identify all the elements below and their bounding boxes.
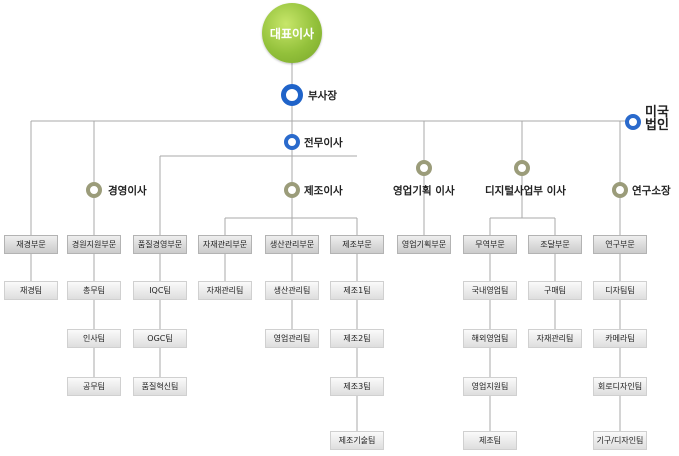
digital-director-node-icon xyxy=(514,160,530,176)
sales-planning-director-label: 영업기획 이사 xyxy=(393,185,455,197)
dept-finance: 재경부문 xyxy=(4,235,58,254)
us-corp-label: 미국 법인 xyxy=(645,105,669,133)
team-box: 제조팀 xyxy=(463,431,517,450)
managing-director-node-icon xyxy=(284,134,300,150)
team-box: 카메라팀 xyxy=(593,329,647,348)
team-box: 해외영업팀 xyxy=(463,329,517,348)
team-box: 자재관리팀 xyxy=(198,281,252,300)
team-box: 국내영업팀 xyxy=(463,281,517,300)
dept-trade: 무역부문 xyxy=(463,235,517,254)
management-director-node-icon xyxy=(86,182,102,198)
team-box: 재경팀 xyxy=(4,281,58,300)
team-box: 총무팀 xyxy=(67,281,121,300)
dept-research: 연구부문 xyxy=(593,235,647,254)
team-box: 공무팀 xyxy=(67,377,121,396)
managing-director-label: 전무이사 xyxy=(304,137,343,149)
team-box: 영업관리팀 xyxy=(265,329,319,348)
ceo-node: 대표이사 xyxy=(262,3,322,63)
team-box: 구매팀 xyxy=(528,281,582,300)
team-box: 인사팀 xyxy=(67,329,121,348)
manufacturing-director-node-icon xyxy=(284,182,300,198)
vp-node-icon xyxy=(281,84,303,106)
team-box: 제조2팀 xyxy=(330,329,384,348)
team-box: 회로디자인팀 xyxy=(593,377,647,396)
us-corp-node-icon xyxy=(625,114,641,130)
team-box: OGC팀 xyxy=(133,329,187,348)
dept-manufacturing: 제조부문 xyxy=(330,235,384,254)
team-box: 제조3팀 xyxy=(330,377,384,396)
sales-planning-director-node-icon xyxy=(416,160,432,176)
manufacturing-director-label: 제조이사 xyxy=(304,185,343,197)
research-director-label: 연구소장 xyxy=(632,185,671,197)
dept-management-support: 경원지원부문 xyxy=(67,235,121,254)
team-box: 기구/디자인팀 xyxy=(593,431,647,450)
team-box: 제조1팀 xyxy=(330,281,384,300)
team-box: 생산관리팀 xyxy=(265,281,319,300)
management-director-label: 경영이사 xyxy=(108,185,147,197)
dept-sales-planning: 영업기획부문 xyxy=(397,235,451,254)
team-box: 자재관리팀 xyxy=(528,329,582,348)
dept-materials-management: 자재관리부문 xyxy=(198,235,252,254)
research-director-node-icon xyxy=(612,182,628,198)
digital-director-label: 디지털사업부 이사 xyxy=(485,185,566,197)
vp-label: 부사장 xyxy=(308,90,337,102)
dept-production-management: 생산관리부문 xyxy=(265,235,319,254)
dept-procurement: 조달부문 xyxy=(528,235,582,254)
team-box: 제조기술팀 xyxy=(330,431,384,450)
team-box: 품질혁신팀 xyxy=(133,377,187,396)
team-box: 영업지원팀 xyxy=(463,377,517,396)
team-box: 디자팀팀 xyxy=(593,281,647,300)
dept-quality-management: 품질경영부문 xyxy=(133,235,187,254)
team-box: IQC팀 xyxy=(133,281,187,300)
